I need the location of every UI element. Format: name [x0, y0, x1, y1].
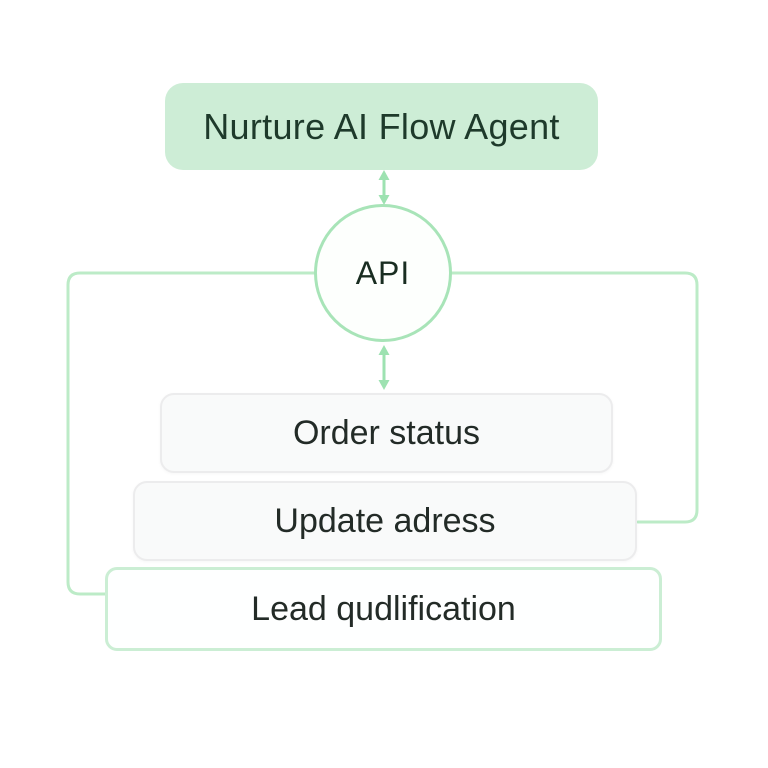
connector-right-api-to-update-address: [448, 271, 699, 524]
arrow-head-down-icon: [378, 195, 390, 205]
task-node-lead-qualification: Lead qudlification: [105, 567, 662, 651]
task-label: Order status: [292, 413, 481, 452]
api-node-label: API: [355, 254, 411, 291]
task-node-order-status: Order status: [160, 393, 613, 473]
arrow-api-to-tasks: [378, 345, 390, 390]
arrow-agent-to-api: [378, 170, 390, 205]
api-node: API: [314, 204, 452, 342]
agent-node: Nurture AI Flow Agent: [165, 83, 598, 170]
arrow-head-up-icon: [378, 170, 390, 180]
agent-node-label: Nurture AI Flow Agent: [203, 105, 560, 147]
task-node-update-address: Update adress: [133, 481, 637, 561]
connector-left-api-to-lead-qualification: [66, 271, 318, 596]
task-label: Lead qudlification: [251, 589, 516, 628]
arrow-head-down-icon: [378, 380, 390, 390]
task-label: Update adress: [274, 501, 496, 540]
arrow-head-up-icon: [378, 345, 390, 355]
